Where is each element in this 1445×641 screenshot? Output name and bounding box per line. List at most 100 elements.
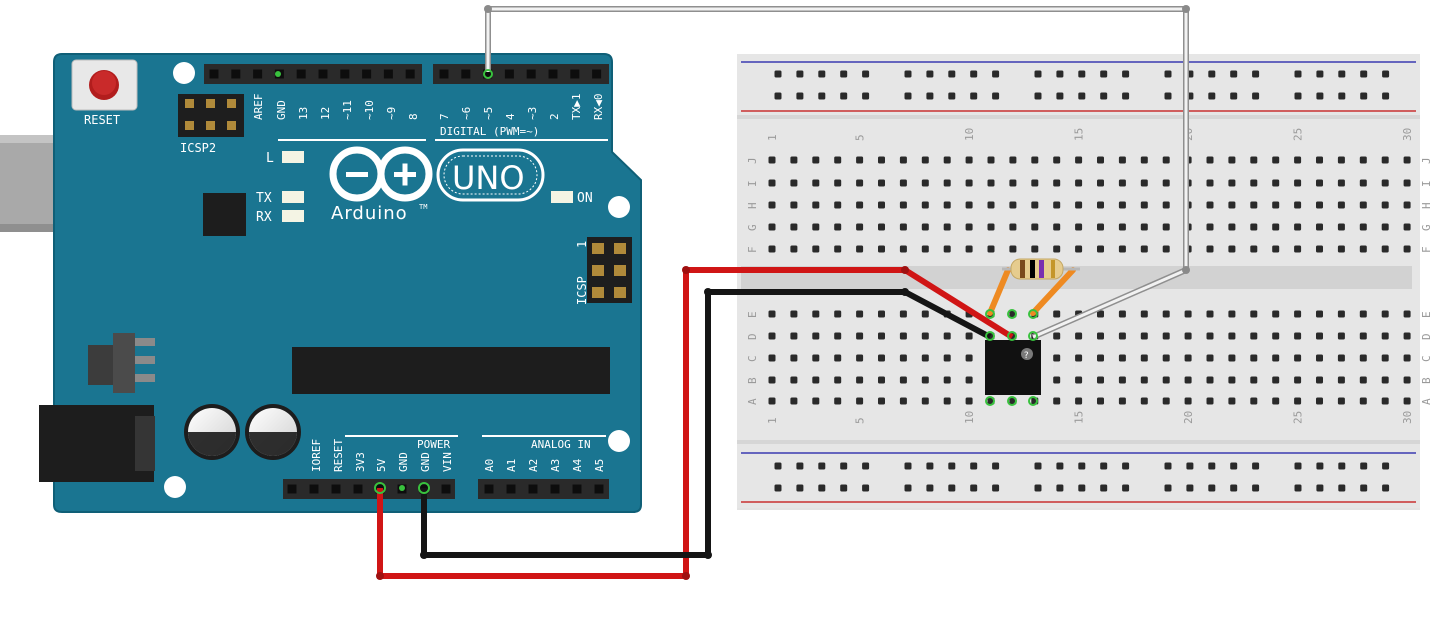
row-letter: I xyxy=(1420,180,1433,187)
pin-label: VIN xyxy=(441,452,454,472)
led-tx-label: TX xyxy=(256,191,272,206)
pin-label: 8 xyxy=(407,113,420,120)
pin-label: 7 xyxy=(438,113,451,120)
header-pin xyxy=(209,69,219,79)
row-letter: I xyxy=(746,180,759,187)
header-pin xyxy=(253,69,263,79)
arduino-uno-board: RESET ICSP2 xyxy=(0,53,642,513)
pin-label: ~11 xyxy=(341,100,354,120)
header-pin xyxy=(594,484,604,494)
arduino-brand-text: Arduino xyxy=(331,203,408,224)
row-letter: E xyxy=(746,311,759,318)
power-header-label: POWER xyxy=(417,438,450,451)
pin-label: TX▶1 xyxy=(570,94,583,121)
pin-label: ~3 xyxy=(526,107,539,120)
row-letter: F xyxy=(1420,246,1433,253)
digital-header-label: DIGITAL (PWM=~) xyxy=(440,125,539,138)
column-number: 25 xyxy=(1292,128,1305,141)
row-letter: B xyxy=(1420,377,1433,384)
pin-label: 3V3 xyxy=(354,452,367,472)
header-pin xyxy=(353,484,363,494)
header-pin xyxy=(570,69,580,79)
analog-header-label: ANALOG IN xyxy=(531,438,591,451)
pin-label: IOREF xyxy=(310,439,323,472)
header-pin xyxy=(331,484,341,494)
analog-header xyxy=(478,479,609,499)
pin-label: A3 xyxy=(549,459,562,472)
pin-label: GND xyxy=(397,452,410,472)
arduino-logo: Arduino TM xyxy=(329,146,433,224)
mounting-hole xyxy=(173,62,195,84)
pcb xyxy=(53,53,642,513)
pin-label: A4 xyxy=(571,458,584,472)
column-number: 5 xyxy=(854,417,867,424)
header-pin xyxy=(441,484,451,494)
mounting-hole xyxy=(608,430,630,452)
pin-label: 4 xyxy=(504,113,517,120)
icsp-pin1-label: 1 xyxy=(575,241,589,248)
row-letter: J xyxy=(746,157,759,164)
trademark-text: TM xyxy=(419,203,427,211)
header-pin xyxy=(592,69,602,79)
header-pin xyxy=(439,69,449,79)
row-letter: A xyxy=(1420,398,1433,405)
pin-label: 12 xyxy=(319,107,332,120)
mounting-hole xyxy=(608,196,630,218)
row-letter: J xyxy=(1420,157,1433,164)
pin-label: GND xyxy=(275,100,288,120)
header-pin xyxy=(383,69,393,79)
voltage-regulator xyxy=(88,333,155,393)
atmega-chip xyxy=(292,347,610,394)
pin-label: ~5 xyxy=(482,107,495,120)
column-number: 30 xyxy=(1401,411,1414,424)
header-pin xyxy=(484,484,494,494)
row-letter: D xyxy=(746,333,759,340)
pin-label: AREF xyxy=(252,94,265,121)
header-pin xyxy=(405,69,415,79)
header-pin xyxy=(526,69,536,79)
header-pin xyxy=(504,69,514,79)
row-letter: C xyxy=(1420,355,1433,362)
usb-chip xyxy=(203,193,246,236)
wire-black-gnd xyxy=(421,289,992,558)
connected-pins xyxy=(374,69,1038,494)
ic-chip: ? xyxy=(985,340,1041,395)
column-number: 5 xyxy=(854,134,867,141)
row-letter: F xyxy=(746,246,759,253)
column-number: 30 xyxy=(1401,128,1414,141)
column-number: 10 xyxy=(963,128,976,141)
header-pin xyxy=(340,69,350,79)
pin-label: ~10 xyxy=(363,100,376,120)
column-number: 1 xyxy=(766,417,779,424)
uno-badge: UNO xyxy=(436,148,545,202)
row-letter: H xyxy=(1420,202,1433,209)
row-letter: C xyxy=(746,355,759,362)
pin-label: A0 xyxy=(483,459,496,472)
pin-label: 5V xyxy=(375,458,388,472)
reset-label: RESET xyxy=(84,113,120,127)
pin-label: GND xyxy=(419,452,432,472)
pin-label: 2 xyxy=(548,113,561,120)
led-on xyxy=(551,191,573,203)
pin-label: A5 xyxy=(593,459,606,472)
uno-label: UNO xyxy=(452,159,525,197)
pin-label: A2 xyxy=(527,459,540,472)
row-letter: B xyxy=(746,377,759,384)
capacitor xyxy=(245,404,301,460)
wire-red-5v xyxy=(377,267,1014,579)
digital-header-left xyxy=(204,64,422,84)
row-letter: G xyxy=(746,224,759,231)
header-pin xyxy=(362,69,372,79)
capacitor xyxy=(184,404,240,460)
pin-label: RX◀0 xyxy=(592,94,605,121)
header-pin xyxy=(528,484,538,494)
header-pin xyxy=(550,484,560,494)
icsp2-label: ICSP2 xyxy=(180,141,216,155)
column-number: 20 xyxy=(1182,411,1195,424)
